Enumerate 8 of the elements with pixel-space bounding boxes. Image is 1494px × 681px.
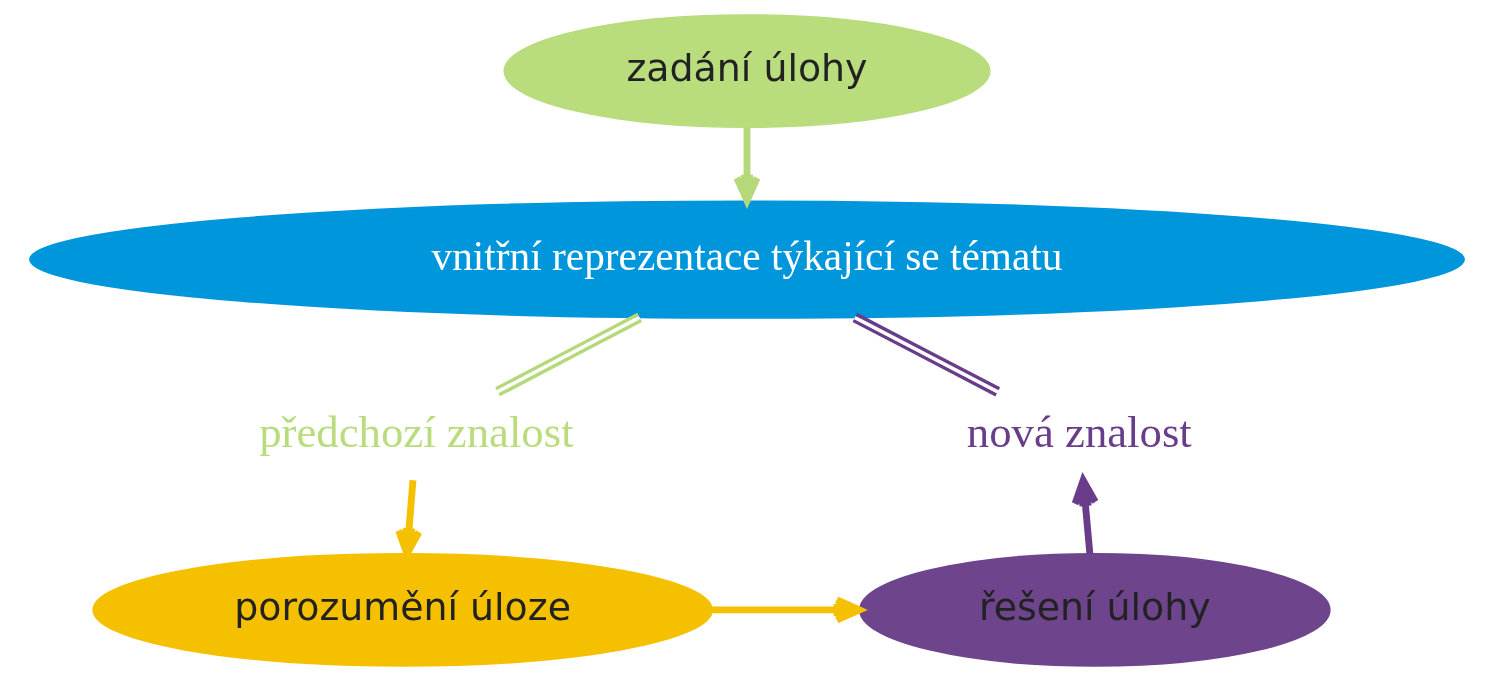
connector (495, 312, 643, 397)
node-ellipse: řešení úlohy (859, 553, 1331, 667)
node-text: nová znalost (966, 406, 1192, 457)
node-ellipse: vnitřní reprezentace týkající se tématu (29, 200, 1465, 319)
node-ellipse: porozumění úloze (92, 553, 713, 667)
connector (852, 312, 1001, 397)
node-ellipse: zadání úlohy (503, 14, 991, 128)
node-text: předchozí znalost (259, 406, 574, 457)
